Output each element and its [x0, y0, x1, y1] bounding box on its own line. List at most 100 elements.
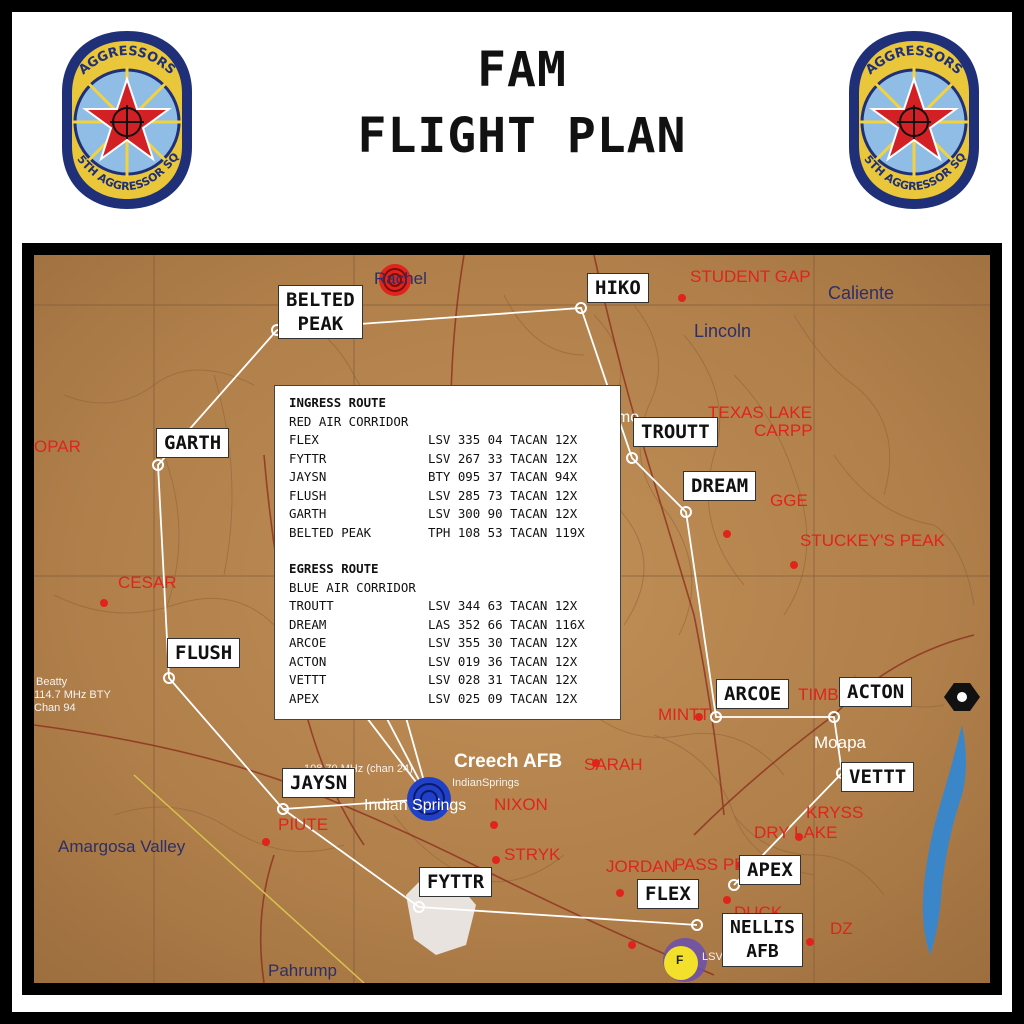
- sectional-map[interactable]: STUDENT GAP Caliente Rachel Lincoln TEXA…: [34, 255, 990, 983]
- egress-row: ACTON LSV 019 36 TACAN 12X: [289, 653, 606, 672]
- egress-route-line: [276, 307, 843, 886]
- page-title-line1: FAM: [477, 42, 567, 98]
- waypoint-nav: LSV 019 36 TACAN 12X: [428, 653, 578, 669]
- map-text-caliente: Caliente: [828, 283, 895, 303]
- waypoint-label-nellis-afb[interactable]: NELLIS AFB: [722, 913, 804, 967]
- ingress-title: INGRESS ROUTE: [289, 395, 386, 410]
- map-text-stuckeys-peak: STUCKEY'S PEAK: [800, 531, 945, 550]
- map-text-nixon: NIXON: [494, 795, 548, 814]
- map-text-stryk: STRYK: [504, 845, 561, 864]
- waypoint-nav: LSV 335 04 TACAN 12X: [428, 432, 578, 447]
- map-text-student-gap: STUDENT GAP: [690, 267, 811, 286]
- egress-row: ARCOE LSV 355 30 TACAN 12X: [289, 634, 606, 653]
- page-title-line2: FLIGHT PLAN: [357, 108, 687, 164]
- nellis-line2: AFB: [746, 941, 779, 962]
- map-text-rachel: Rachel: [374, 269, 427, 288]
- waypoint-nav: BTY 095 37 TACAN 94X: [428, 469, 578, 484]
- waypoint-name: ARCOE: [289, 635, 327, 650]
- map-text-cesar: CESAR: [118, 573, 177, 592]
- lake-shape: [922, 725, 966, 955]
- waypoint-label-fyttr[interactable]: FYTTR: [419, 867, 493, 897]
- waypoint-name: ACTON: [289, 653, 327, 669]
- waypoint-label-hiko[interactable]: HIKO: [587, 273, 649, 303]
- map-text-gge: GGE: [770, 491, 808, 510]
- belted-peak-line2: PEAK: [297, 313, 344, 335]
- waypoint-name: APEX: [289, 690, 319, 706]
- header: FAM FLIGHT PLAN AGGRESSORS 65TH AGGRESSO…: [12, 12, 1012, 242]
- map-text-dry-lake: DRY LAKE: [754, 823, 838, 842]
- map-text-moapa: Moapa: [814, 733, 866, 752]
- map-text-piute: PIUTE: [278, 815, 329, 834]
- waypoint-name: JAYSN: [289, 469, 327, 484]
- map-text-mintt: MINTT: [658, 705, 710, 724]
- ingress-row: GARTH LSV 300 90 TACAN 12X: [289, 505, 606, 524]
- rachel-target: [379, 264, 411, 296]
- map-text-carpp: CARPP: [754, 421, 813, 440]
- egress-title: EGRESS ROUTE: [289, 561, 379, 576]
- ingress-row: FYTTR LSV 267 33 TACAN 12X: [289, 450, 606, 469]
- waypoint-name: FLUSH: [289, 487, 327, 503]
- map-text-beatty: Beatty: [36, 676, 68, 688]
- squadron-patch-left: AGGRESSORS 65TH AGGRESSOR SQ.: [57, 27, 192, 209]
- waypoint-label-jaysn[interactable]: JAYSN: [282, 768, 356, 798]
- map-text-indian-springs: Indian Springs: [364, 797, 467, 814]
- map-text-beatty-chan: Chan 94: [34, 702, 76, 714]
- map-text-timb: TIMB: [798, 685, 839, 704]
- nellis-airfield: [663, 938, 707, 982]
- waypoint-name: TROUTT: [289, 598, 334, 613]
- map-text-creech-afb: Creech AFB: [454, 751, 563, 772]
- map-text-kryss: KRYSS: [806, 803, 864, 822]
- squadron-patch-right: AGGRESSORS 65TH AGGRESSOR SQ.: [844, 27, 979, 209]
- boundary-line: [133, 774, 365, 983]
- waypoint-name: FYTTR: [289, 450, 327, 466]
- waypoint-nav: LSV 025 09 TACAN 12X: [428, 690, 578, 706]
- creech-target: [407, 777, 451, 821]
- waypoint-name: DREAM: [289, 616, 327, 632]
- ingress-row: FLUSH LSV 285 73 TACAN 12X: [289, 487, 606, 506]
- egress-row: DREAM LAS 352 66 TACAN 116X: [289, 616, 606, 635]
- map-text-sarah: SARAH: [584, 755, 643, 774]
- waypoint-name: GARTH: [289, 506, 327, 521]
- map-frame: STUDENT GAP Caliente Rachel Lincoln TEXA…: [22, 243, 1002, 995]
- egress-row: APEX LSV 025 09 TACAN 12X: [289, 690, 606, 709]
- waypoint-nav: LSV 267 33 TACAN 12X: [428, 450, 578, 466]
- waypoint-label-flex[interactable]: FLEX: [637, 879, 699, 909]
- map-text-jordan: JORDAN: [606, 857, 676, 876]
- map-text-indian-springs-small: IndianSprings: [452, 777, 520, 789]
- waypoint-label-troutt[interactable]: TROUTT: [633, 417, 718, 447]
- map-text-lincoln: Lincoln: [694, 321, 752, 341]
- ingress-subtitle: RED AIR CORRIDOR: [289, 413, 409, 429]
- waypoint-nav: LSV 300 90 TACAN 12X: [428, 506, 578, 521]
- waypoint-label-garth[interactable]: GARTH: [156, 428, 230, 458]
- map-text-texas-lake: TEXAS LAKE: [708, 403, 812, 422]
- belted-peak-line1: BELTED: [286, 289, 355, 311]
- waypoint-name: VETTT: [289, 672, 327, 687]
- waypoint-label-dream[interactable]: DREAM: [683, 471, 757, 501]
- map-text-lsv: LSV: [702, 951, 723, 963]
- waypoint-nav: LSV 028 31 TACAN 12X: [428, 672, 578, 687]
- nellis-line1: NELLIS: [730, 917, 796, 938]
- egress-subtitle: BLUE AIR CORRIDOR: [289, 579, 416, 595]
- waypoint-name: BELTED PEAK: [289, 524, 372, 540]
- map-text-amargosa-valley: Amargosa Valley: [58, 837, 186, 856]
- waypoint-label-arcoe[interactable]: ARCOE: [716, 679, 790, 709]
- map-text-pahrump: Pahrump: [268, 961, 337, 980]
- waypoint-nav: LSV 355 30 TACAN 12X: [428, 635, 578, 650]
- waypoint-nav: LAS 352 66 TACAN 116X: [428, 616, 585, 632]
- waypoint-label-apex[interactable]: APEX: [739, 855, 801, 885]
- map-text-opar: OPAR: [34, 437, 81, 456]
- waypoint-nav: LSV 285 73 TACAN 12X: [428, 487, 578, 503]
- airfield-letter: F: [676, 953, 684, 967]
- waypoint-label-belted-peak[interactable]: BELTED PEAK: [278, 285, 363, 339]
- waypoint-label-acton[interactable]: ACTON: [839, 677, 913, 707]
- waypoint-label-vettt[interactable]: VETTT: [841, 762, 915, 792]
- map-text-beatty-freq: 114.7 MHz BTY: [34, 689, 111, 701]
- ingress-row: JAYSN BTY 095 37 TACAN 94X: [289, 468, 606, 487]
- egress-row: VETTT LSV 028 31 TACAN 12X: [289, 671, 606, 690]
- waypoint-label-flush[interactable]: FLUSH: [167, 638, 241, 668]
